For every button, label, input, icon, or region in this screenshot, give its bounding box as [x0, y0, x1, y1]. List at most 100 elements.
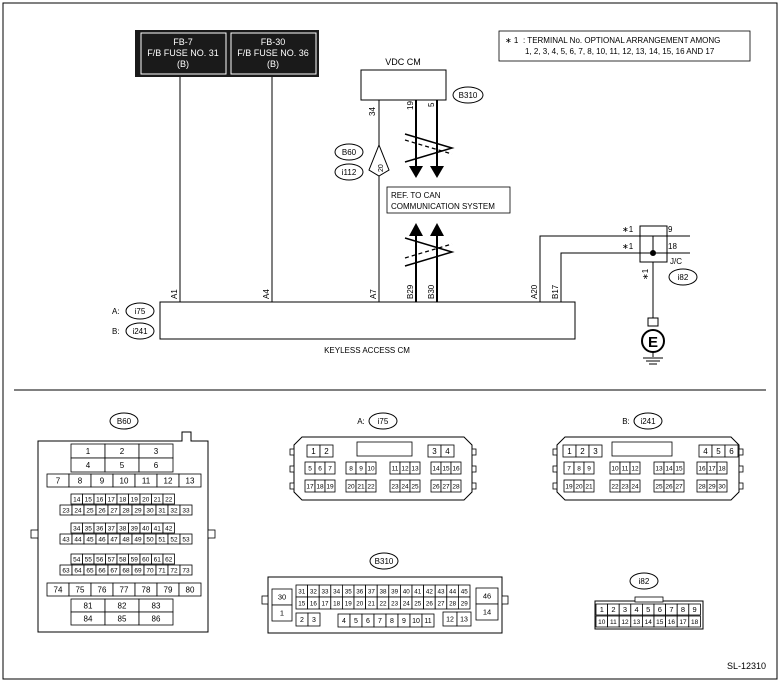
i82-cell	[688, 603, 701, 616]
vdc-pin-19: 19	[406, 101, 415, 110]
i75-pin: 4	[445, 447, 450, 456]
b60-pin: 11	[142, 476, 151, 485]
b310-pin: 34	[333, 588, 341, 595]
i241-cell	[724, 444, 739, 458]
b310-pin: 40	[403, 588, 411, 595]
fuse-2-sub: (B)	[267, 59, 279, 69]
i75-pin: 21	[357, 483, 365, 490]
fuse-1-name: FB-7	[173, 37, 193, 47]
i241-pin: 5	[716, 447, 721, 456]
i241-ear	[738, 465, 744, 473]
note-line-1: : TERMINAL No. OPTIONAL ARRANGEMENT AMON…	[523, 36, 720, 45]
i75-pin: 5	[308, 465, 312, 472]
b310-pin: 27	[437, 600, 445, 607]
b60-pin: 34	[73, 525, 81, 532]
i241-ear	[738, 448, 744, 456]
i82-pin: 15	[656, 619, 664, 626]
fuse-box-group: FB-7 F/B FUSE NO. 31 (B) FB-30 F/B FUSE …	[135, 30, 319, 77]
b310-pin: 5	[354, 618, 358, 625]
i241-pin: 27	[675, 483, 683, 490]
i241-pin: 18	[718, 465, 726, 472]
twist-lower-1	[404, 237, 455, 267]
i112-callout	[334, 163, 364, 181]
b60-cell	[162, 553, 175, 565]
i82-pin: 4	[635, 605, 639, 614]
b60-pin: 36	[96, 525, 104, 532]
i82-pin: 10	[598, 619, 606, 626]
i75-pin: 6	[318, 465, 322, 472]
i75-pin: 12	[401, 465, 409, 472]
b310-cell	[457, 596, 471, 610]
i241-pin: 17	[708, 465, 716, 472]
i75-pin: 10	[367, 465, 375, 472]
b310-pin: 35	[345, 588, 353, 595]
b60-pin: 55	[85, 556, 93, 563]
i241-pin: 4	[703, 447, 708, 456]
b60-pin: 65	[86, 567, 94, 574]
i75-pin: 28	[452, 483, 460, 490]
b310-pin: 16	[310, 600, 318, 607]
fuse-2-name: FB-30	[261, 37, 286, 47]
i75-pin: 17	[306, 483, 314, 490]
i241-pin: 28	[698, 483, 706, 490]
b310-pin: 14	[483, 608, 491, 617]
pin-a1: A1	[170, 289, 179, 299]
b310-cell	[456, 611, 472, 627]
b60-pin: 79	[164, 585, 173, 594]
b60-pin: 45	[86, 536, 94, 543]
b310-pin: 29	[461, 600, 469, 607]
diagram-id: SL-12310	[727, 661, 766, 671]
vdc-pin-34: 34	[368, 107, 377, 116]
b60-pin: 59	[131, 556, 139, 563]
b60-pin: 39	[131, 525, 139, 532]
b310-pin: 37	[368, 588, 376, 595]
jc-mark-18: ∗1	[622, 242, 634, 251]
i241-cell	[716, 479, 728, 493]
arrow-down-5	[430, 166, 444, 178]
i241-pin: 24	[631, 483, 639, 490]
b60-pin: 38	[119, 525, 127, 532]
b60-pin: 10	[120, 476, 129, 485]
b310-cell	[307, 612, 321, 627]
vdc-title: VDC CM	[385, 57, 421, 67]
i241-ear	[552, 465, 558, 473]
i241-cell	[629, 461, 641, 475]
b60-pin: 20	[142, 496, 150, 503]
b60-pin: 27	[110, 507, 118, 514]
b60-pin: 76	[98, 585, 107, 594]
i241-prefix: B:	[622, 417, 630, 426]
b60-pin: 73	[182, 567, 190, 574]
b310-pin: 28	[449, 600, 457, 607]
jc-mark-ground: ∗1	[641, 268, 650, 280]
b310-view-callout	[369, 552, 399, 570]
vdc-box	[360, 69, 447, 101]
b60-pin: 82	[118, 601, 127, 610]
b310-pin: 6	[366, 618, 370, 625]
i75-pin: 25	[411, 483, 419, 490]
i82-pin: 9	[693, 605, 697, 614]
b60-pin: 57	[108, 556, 116, 563]
b310-pin: 3	[312, 617, 316, 624]
b310-callout-label: B310	[459, 91, 478, 100]
i75-pin: 13	[411, 465, 419, 472]
b60-pin: 67	[110, 567, 118, 574]
i75-pin: 11	[392, 465, 399, 472]
b310-pin: 4	[342, 618, 346, 625]
b60-pin: 77	[120, 585, 129, 594]
b60-pin: 3	[154, 447, 159, 456]
b60-pin: 5	[120, 461, 125, 470]
b310-pin: 18	[333, 600, 341, 607]
i241-cell	[716, 461, 728, 475]
i75-cell	[440, 444, 455, 458]
b60-pin: 61	[154, 556, 162, 563]
i241-housing	[556, 436, 740, 501]
b60-pin: 33	[182, 507, 190, 514]
b60-pin: 1	[86, 447, 91, 456]
b60-pin: 47	[110, 536, 118, 543]
b60-pin: 81	[84, 601, 93, 610]
fuse-2-label: F/B FUSE NO. 36	[237, 48, 309, 58]
b60-pin: 17	[108, 496, 116, 503]
b310-callout	[452, 86, 484, 104]
conn-a-prefix: A:	[112, 307, 120, 316]
b60-pin: 85	[118, 614, 127, 623]
